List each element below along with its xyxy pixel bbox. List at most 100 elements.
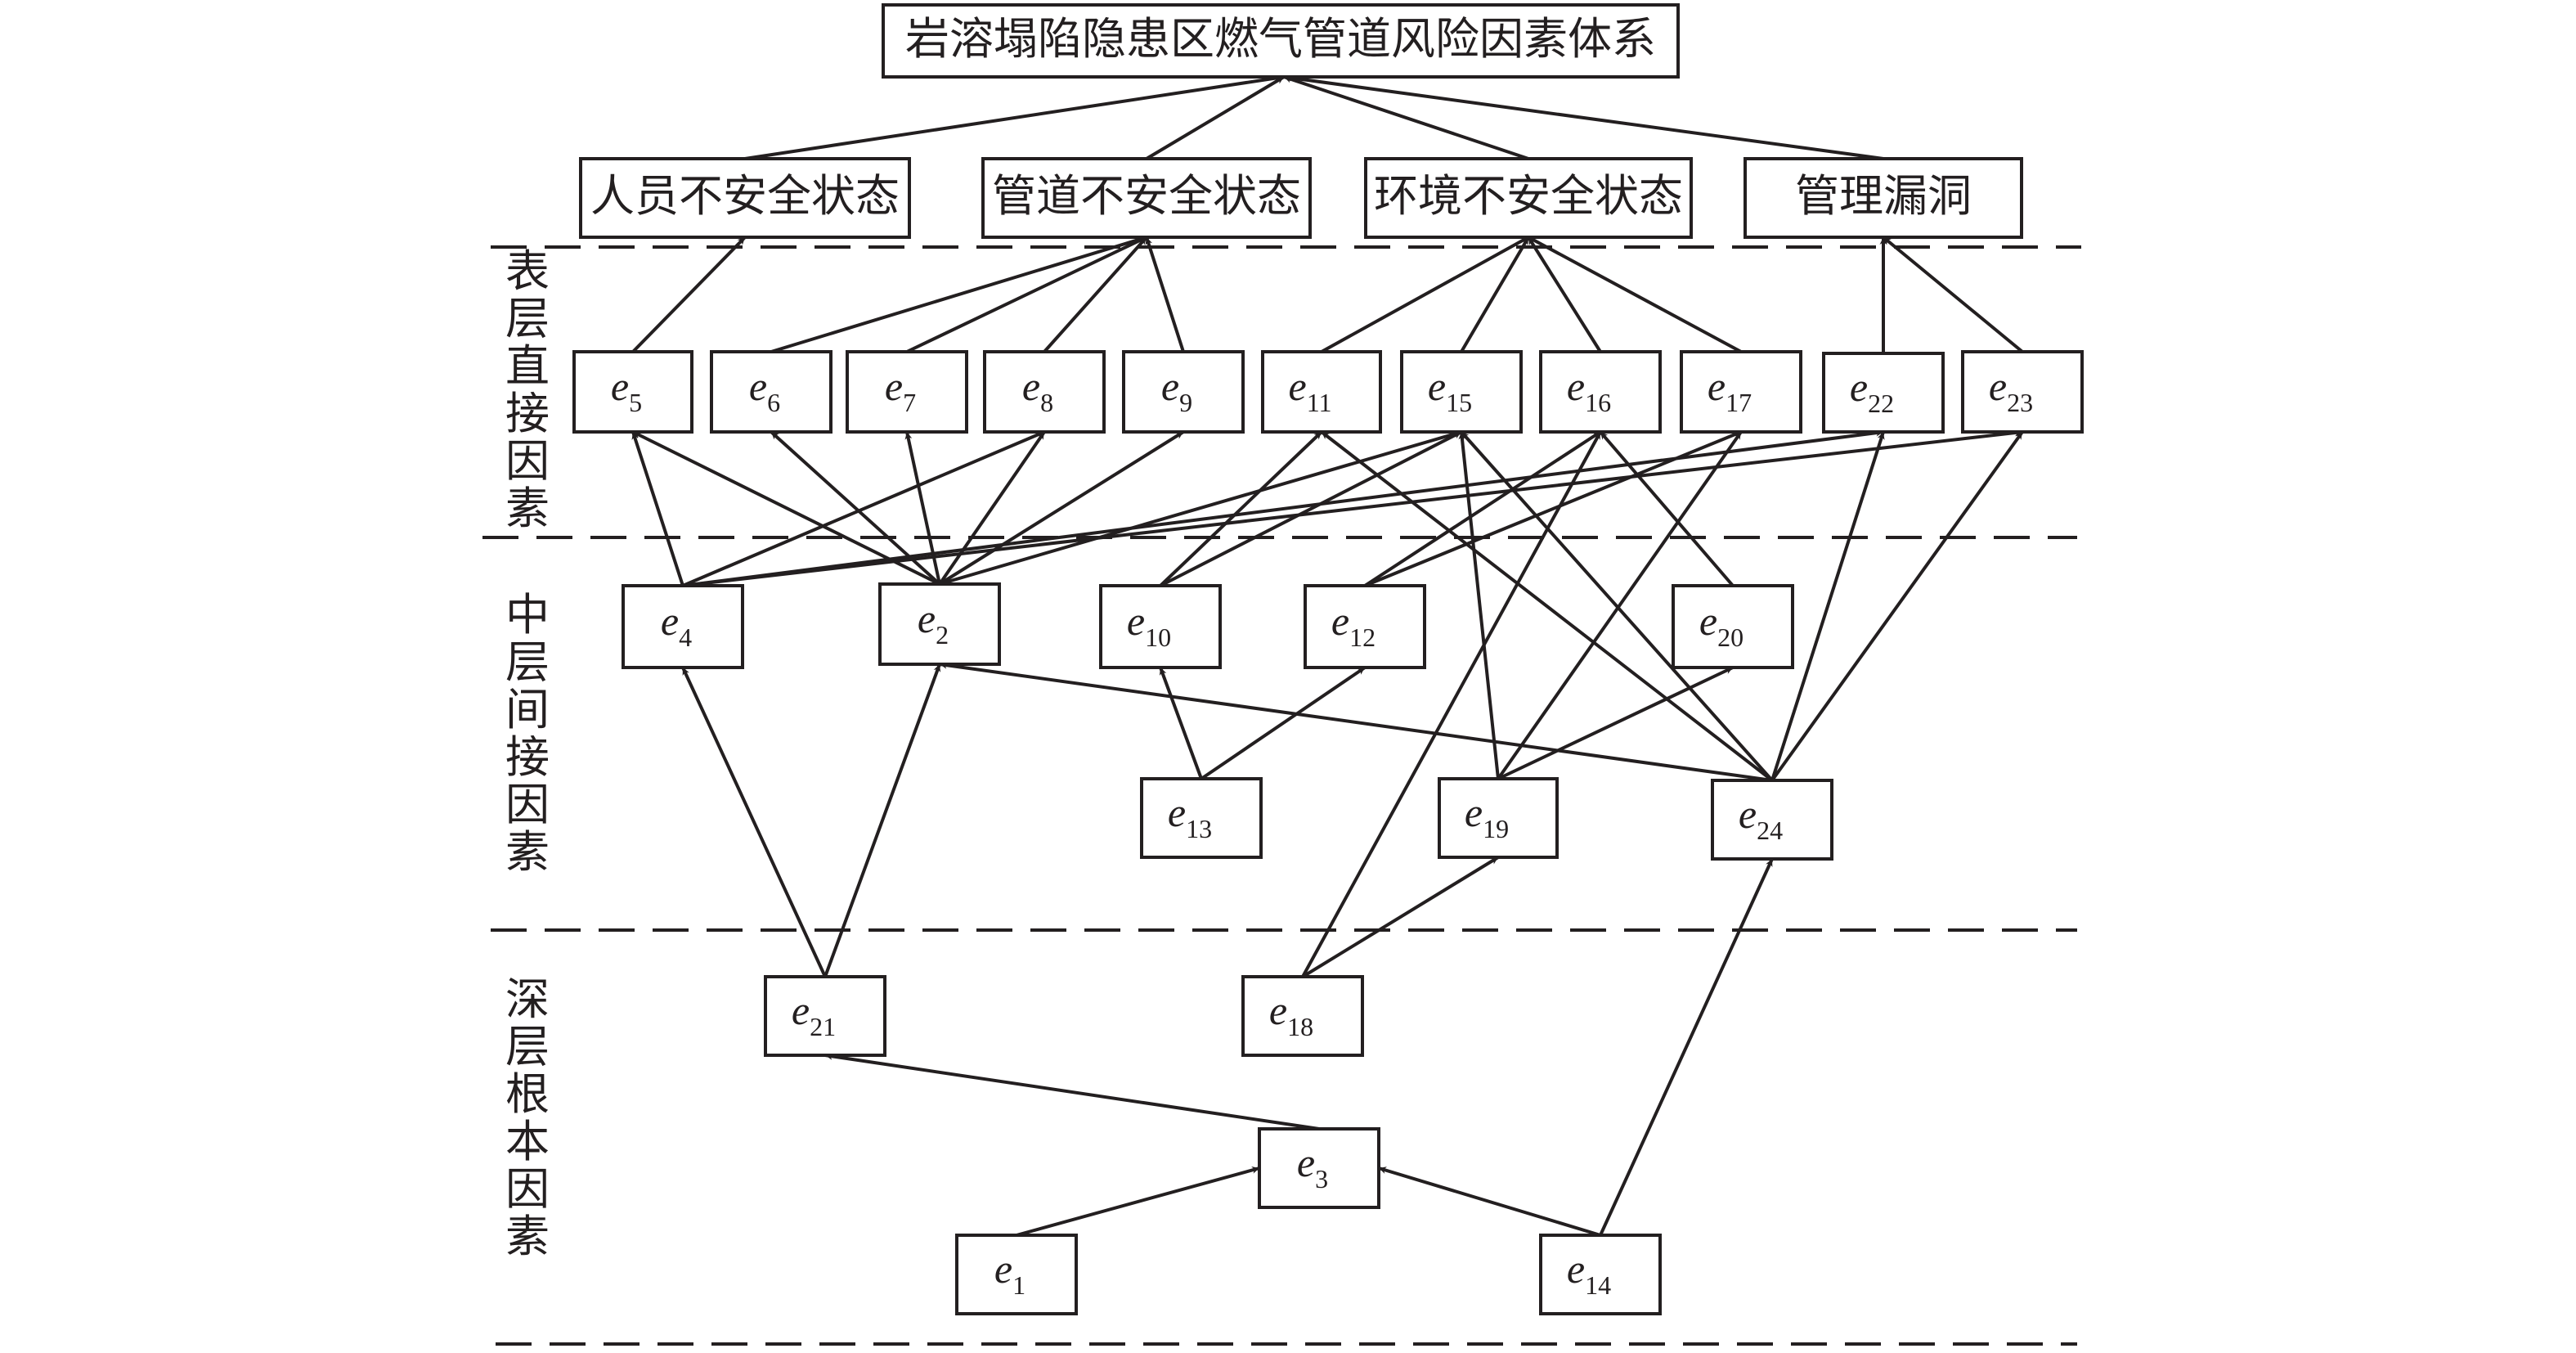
node-box: [710, 350, 832, 434]
node-subscript: 17: [1726, 388, 1752, 417]
node-subscript: 9: [1179, 388, 1192, 417]
node-box: [764, 975, 886, 1057]
edge-e8-to-pipe: [1043, 236, 1148, 353]
edge-env-to-title: [1283, 75, 1529, 160]
edge-e19-to-e17: [1497, 430, 1743, 780]
diagram-title: 岩溶塌陷隐患区燃气管道风险因素体系: [905, 13, 1656, 65]
edge-e6-to-pipe: [770, 236, 1147, 353]
node-box: [572, 350, 693, 434]
layer-label-char: 层: [505, 293, 550, 344]
edges-group: [631, 74, 2024, 1237]
node-subscript: 3: [1315, 1164, 1328, 1193]
node-box: [1241, 975, 1364, 1057]
edge-e10-to-e11: [1159, 430, 1323, 587]
node-subscript: 4: [679, 623, 692, 652]
node-label: e5: [611, 363, 642, 417]
edge-e2-to-e15: [939, 430, 1462, 586]
node-e2: e2: [878, 582, 1001, 666]
title-node: 岩溶塌陷隐患区燃气管道风险因素体系: [882, 3, 1680, 79]
layer-label-char: 因: [505, 435, 550, 487]
edge-e18-to-e19: [1301, 856, 1500, 978]
node-label: e17: [1708, 363, 1752, 417]
node-label: e8: [1022, 363, 1053, 417]
edge-e2-to-e9: [938, 430, 1185, 586]
edge-person-to-title: [744, 74, 1285, 160]
node-e15: e15: [1400, 350, 1523, 434]
node-subscript: 2: [936, 620, 949, 650]
node-e16: e16: [1539, 350, 1662, 434]
edge-e2-to-e7: [904, 431, 941, 585]
edge-e21-to-e2: [824, 663, 941, 978]
node-label: e11: [1288, 363, 1331, 417]
node-box: [955, 1234, 1078, 1315]
edge-e20-to-e16: [1599, 430, 1735, 587]
edge-e11-to-env: [1321, 236, 1529, 353]
node-label: e18: [1269, 987, 1313, 1041]
node-letter: e: [1850, 364, 1868, 410]
node-label: e20: [1699, 598, 1744, 652]
node-letter: e: [611, 363, 629, 409]
edge-e14-to-e3: [1378, 1166, 1601, 1237]
node-e24: e24: [1711, 779, 1833, 861]
category-env: 环境不安全状态: [1364, 157, 1693, 239]
edge-e16-to-env: [1527, 236, 1602, 353]
edge-e15-to-env: [1460, 236, 1530, 353]
node-subscript: 11: [1307, 388, 1332, 417]
category-person: 人员不安全状态: [579, 157, 911, 239]
layer-label-char: 层: [505, 1021, 550, 1072]
node-box: [1261, 350, 1382, 434]
node-subscript: 13: [1186, 814, 1212, 843]
layer-label-char: 因: [505, 1163, 550, 1215]
layer-label-char: 素: [505, 1211, 550, 1262]
node-box: [1122, 350, 1245, 434]
node-e3: e3: [1258, 1127, 1380, 1209]
node-subscript: 6: [767, 388, 780, 417]
node-box: [1672, 584, 1794, 669]
category-label: 环境不安全状态: [1374, 170, 1683, 222]
node-box: [1258, 1127, 1380, 1209]
node-box: [622, 584, 744, 669]
edge-e19-to-e15: [1458, 431, 1500, 780]
edge-e2-to-e6: [770, 430, 941, 586]
category-label: 管理漏洞: [1795, 170, 1972, 222]
edge-e23-to-mgmt: [1882, 236, 2024, 353]
node-box: [878, 582, 1001, 666]
node-e17: e17: [1680, 350, 1802, 434]
layer-label-char: 素: [505, 826, 550, 878]
node-subscript: 20: [1717, 623, 1744, 652]
node-subscript: 21: [810, 1012, 836, 1041]
node-letter: e: [885, 363, 903, 409]
node-letter: e: [661, 598, 679, 644]
node-subscript: 14: [1585, 1270, 1611, 1300]
edge-e13-to-e10: [1159, 667, 1203, 780]
edge-e19-to-e20: [1497, 666, 1734, 780]
layer-label-char: 接: [505, 388, 550, 439]
node-e22: e22: [1822, 352, 1945, 434]
node-subscript: 15: [1446, 388, 1472, 417]
node-box: [983, 350, 1106, 434]
node-subscript: 18: [1287, 1012, 1313, 1041]
node-e14: e14: [1539, 1234, 1662, 1315]
node-subscript: 24: [1757, 816, 1783, 845]
node-subscript: 12: [1349, 623, 1376, 652]
edge-e24-to-e23: [1770, 430, 2024, 782]
node-subscript: 10: [1145, 623, 1171, 652]
node-subscript: 5: [629, 388, 642, 417]
node-label: e15: [1428, 363, 1472, 417]
edge-e4-to-e5: [631, 431, 684, 587]
node-e21: e21: [764, 975, 886, 1057]
edge-e24-to-e2: [939, 661, 1773, 782]
layer-label-char: 深: [505, 973, 550, 1025]
node-label: e24: [1739, 791, 1783, 845]
category-pipe: 管道不安全状态: [981, 157, 1312, 239]
node-box: [1304, 584, 1426, 669]
node-letter: e: [1567, 1246, 1585, 1292]
node-letter: e: [1269, 987, 1287, 1033]
node-box: [1099, 584, 1222, 669]
node-label: e14: [1567, 1246, 1611, 1300]
node-letter: e: [1331, 598, 1349, 644]
node-e19: e19: [1438, 777, 1559, 859]
node-e6: e6: [710, 350, 832, 434]
node-e11: e11: [1261, 350, 1382, 434]
